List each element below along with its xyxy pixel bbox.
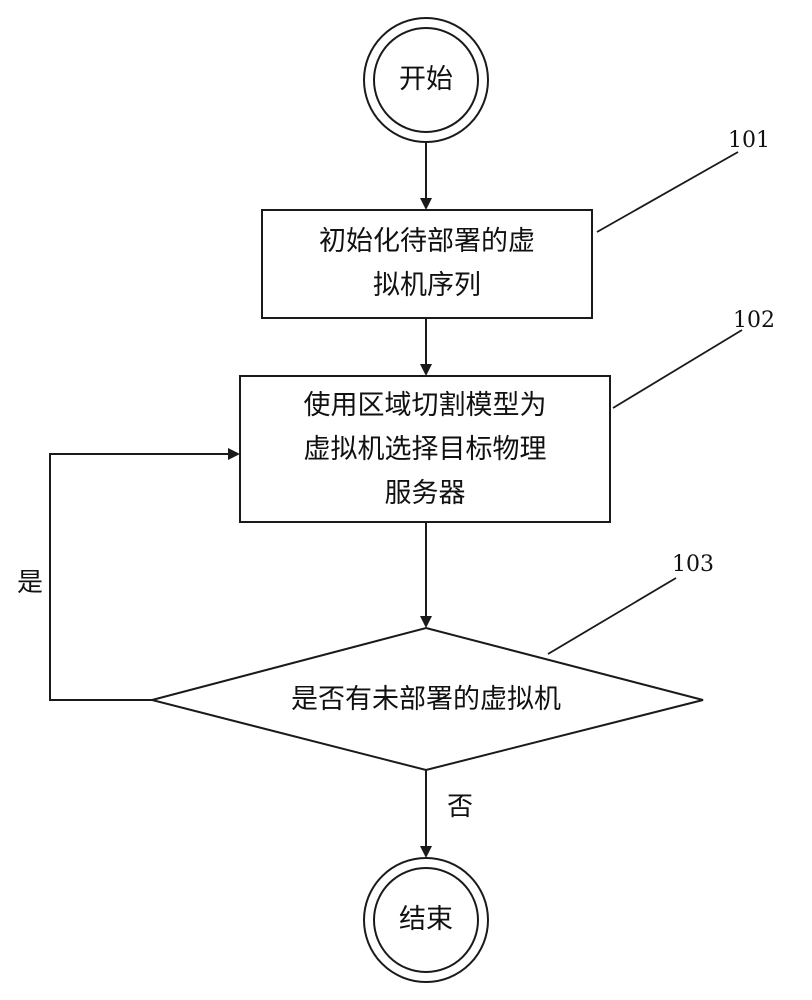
step-102-line-1: 使用区域切割模型为 xyxy=(303,390,547,421)
decision-label: 是否有未部署的虚拟机 xyxy=(291,684,561,715)
step-101-line-2: 拟机序列 xyxy=(373,270,481,301)
ref-line-103 xyxy=(547,577,677,655)
yes-label: 是 xyxy=(16,568,43,598)
no-label: 否 xyxy=(446,792,473,822)
step-102-line-3: 服务器 xyxy=(384,478,466,509)
step-101-ref: 101 xyxy=(728,128,770,153)
end-node xyxy=(363,857,489,983)
ref-line-102 xyxy=(612,329,743,409)
start-label: 开始 xyxy=(399,64,453,95)
step-101-box xyxy=(261,209,593,319)
step-102-line-2: 虚拟机选择目标物理 xyxy=(303,434,547,465)
decision-ref: 103 xyxy=(672,552,714,577)
step-102-ref: 102 xyxy=(733,308,775,333)
step-101-line-1: 初始化待部署的虚 xyxy=(319,226,535,257)
edge-yes-loop xyxy=(49,448,240,701)
step-102-box xyxy=(239,375,611,523)
end-label: 结束 xyxy=(399,904,453,935)
ref-line-101 xyxy=(596,151,739,233)
